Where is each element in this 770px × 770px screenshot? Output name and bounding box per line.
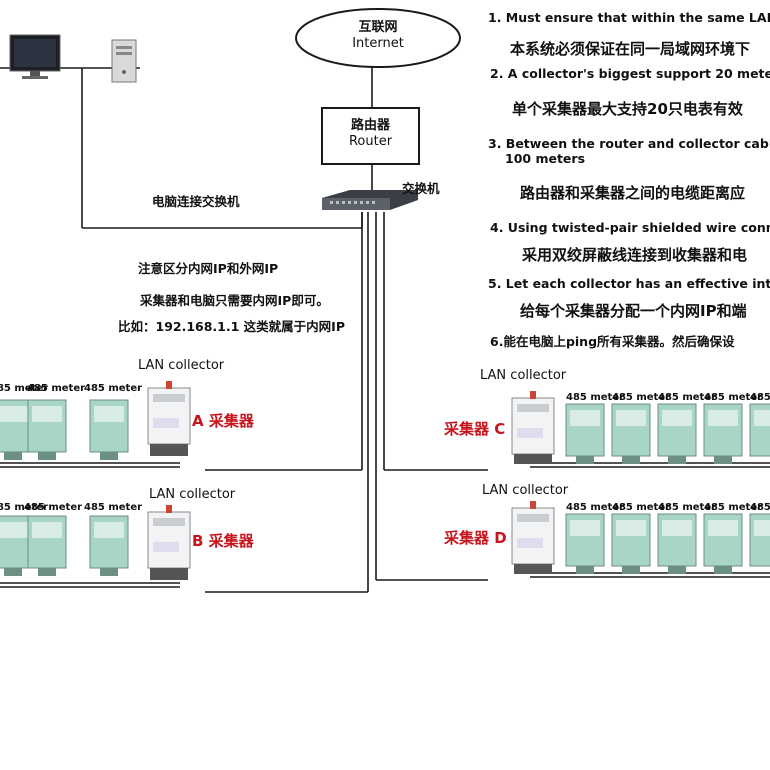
meter-icon: [27, 399, 67, 460]
note-6: 6.能在电脑上ping所有采集器。然后确保设: [490, 334, 735, 349]
collector-icon: [511, 391, 555, 464]
switch-label: 交换机: [402, 181, 440, 196]
note-1-zh: 本系统必须保证在同一局域网环境下: [510, 40, 751, 58]
meter-icon: [611, 513, 651, 574]
meter-icon: [0, 515, 33, 576]
note-3-en-cont: 100 meters: [505, 151, 586, 166]
collector-b-name: B 采集器: [192, 532, 254, 550]
meter-label: 485 meter: [84, 383, 143, 394]
collector-d-name: 采集器 D: [444, 529, 507, 547]
meter-icon: [749, 403, 770, 457]
meter-icon: [611, 403, 651, 464]
meter-icon: [89, 515, 129, 576]
meter-icon: [89, 399, 129, 460]
meter-label: 485 meter: [750, 392, 770, 403]
router-box: [321, 107, 420, 165]
internet-label-en: Internet: [352, 36, 404, 51]
meter-label: 485 meter: [704, 392, 763, 403]
note-3-en: 3. Between the router and collector cabl…: [488, 136, 770, 151]
collector-a-title: LAN collector: [138, 358, 225, 373]
meter-label: 485 meter: [658, 392, 717, 403]
collector-d-title: LAN collector: [482, 483, 569, 498]
meter-icon: [657, 513, 697, 574]
meter-icon: [703, 403, 743, 464]
meter-label: 485 meter: [750, 502, 770, 513]
meter-icon: [565, 513, 605, 574]
pc-link-label: 电脑连接交换机: [152, 194, 240, 209]
meter-label: 485 meter: [566, 392, 625, 403]
note-2-zh: 单个采集器最大支持20只电表有效: [512, 100, 743, 118]
pc-tower-icon: [111, 39, 137, 83]
internet-label: 互联网 Internet: [336, 20, 420, 52]
note-2-en: 2. A collector's biggest support 20 mete…: [490, 66, 770, 81]
router-label-zh: 路由器: [350, 118, 390, 133]
meter-icon: [565, 403, 605, 464]
meter-label: 485 meter: [27, 383, 86, 394]
ip-note-3: 比如：192.168.1.1 这类就属于内网IP: [118, 319, 345, 334]
meter-label: 485 meter: [566, 502, 625, 513]
meter-label: 485 meter: [0, 502, 49, 513]
meter-label: 485 meter: [612, 502, 671, 513]
router-label-en: Router: [348, 134, 393, 149]
ip-note-2: 采集器和电脑只需要内网IP即可。: [140, 293, 329, 308]
meter-icon: [27, 515, 67, 576]
internet-label-zh: 互联网: [358, 20, 398, 35]
note-5-en: 5. Let each collector has an effective i…: [488, 276, 770, 291]
meter-label: 485 meter: [24, 502, 83, 513]
note-1-en: 1. Must ensure that within the same LAN: [488, 10, 770, 25]
router-label: 路由器 Router: [322, 118, 419, 150]
note-4-zh: 采用双绞屏蔽线连接到收集器和电: [522, 246, 748, 264]
switch-icon: [322, 190, 418, 210]
collector-a-name: A 采集器: [192, 412, 254, 430]
collector-c-title: LAN collector: [480, 368, 567, 383]
note-4-en: 4. Using twisted-pair shielded wire conn…: [490, 220, 770, 235]
collector-icon: [147, 381, 191, 456]
meter-label: 485 meter: [704, 502, 763, 513]
ip-note-1: 注意区分内网IP和外网IP: [138, 261, 279, 276]
meter-label: 485 meter: [0, 383, 49, 394]
collector-icon: [147, 505, 191, 580]
meter-icon: [0, 399, 33, 460]
internet-cloud: [295, 8, 461, 68]
collector-icon: [511, 501, 555, 574]
meter-label: 485 meter: [84, 502, 143, 513]
note-3-zh: 路由器和采集器之间的电缆距离应: [520, 184, 746, 202]
meter-label: 485 meter: [658, 502, 717, 513]
meter-icon: [749, 513, 770, 567]
meter-label: 485 meter: [612, 392, 671, 403]
collector-b-title: LAN collector: [149, 487, 236, 502]
collector-c-name: 采集器 C: [444, 420, 506, 438]
meter-icon: [703, 513, 743, 574]
monitor-icon: [9, 34, 61, 79]
note-5-zh: 给每个采集器分配一个内网IP和端: [520, 302, 747, 320]
meter-icon: [657, 403, 697, 464]
